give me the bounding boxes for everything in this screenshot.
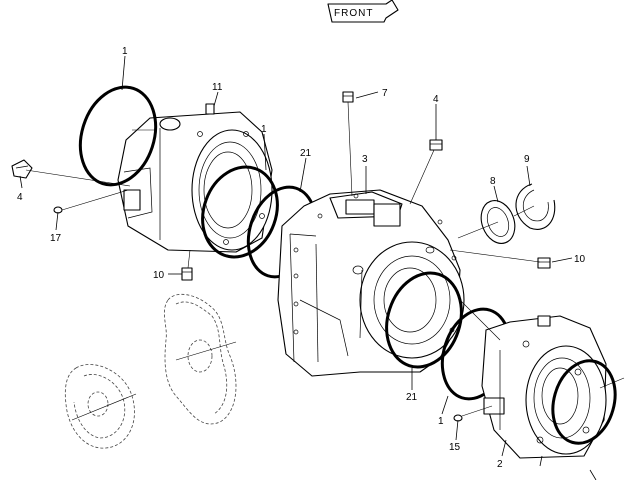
callout-labels: 1 11 1 21 3 7 4 9 8 4 17 10 10 21 1 15 2 [17,46,586,470]
phantom-part-upper [163,293,237,425]
plug-10-right [537,257,551,269]
phantom-part-lower [64,364,135,449]
callout-15: 15 [449,442,461,453]
callout-4-right: 4 [433,94,439,105]
callout-17: 17 [50,233,62,244]
callout-9: 9 [524,154,530,165]
front-marker-label: FRONT [334,8,373,19]
callout-8: 8 [490,176,496,187]
callout-21-top: 21 [300,148,312,159]
plug-left [11,159,33,179]
plug-7 [342,91,354,103]
callout-3: 3 [362,154,368,165]
assembly-axis-lines [25,101,625,421]
front-direction-marker: FRONT [327,0,399,23]
o-ring-21-bottom [385,271,463,369]
o-ring-mid [201,165,279,259]
callout-10-right: 10 [574,254,586,265]
o-ring-left [78,85,158,187]
callout-10-left: 10 [153,270,165,281]
callout-7: 7 [382,88,388,99]
callout-21-bottom: 21 [406,392,418,403]
center-housing [277,189,465,377]
callout-11: 11 [212,82,223,93]
o-ring-right-housing [551,359,617,445]
callout-1-bottom: 1 [438,416,444,427]
snap-ring-9 [515,183,556,230]
callout-2: 2 [497,459,503,470]
leader-lines [19,55,597,480]
right-housing [481,315,607,459]
plug-10-left [181,267,193,281]
plug-right [429,139,443,151]
callout-4-left: 4 [17,192,23,203]
callout-1-top: 1 [122,46,128,57]
callout-1-mid: 1 [261,124,267,135]
